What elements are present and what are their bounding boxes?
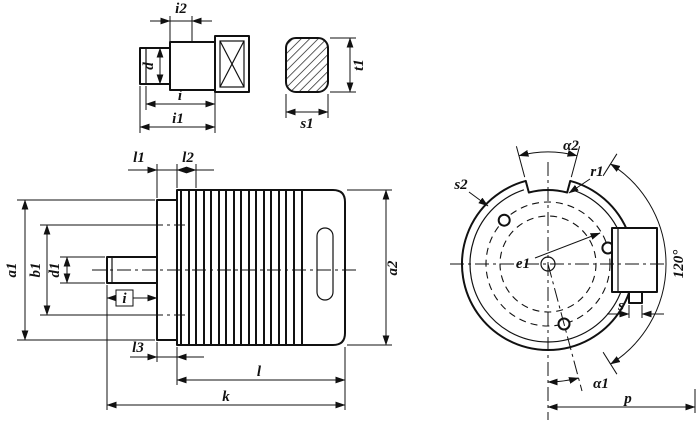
label-s2: s2 bbox=[453, 177, 468, 193]
cooling-fin bbox=[180, 189, 190, 346]
key-section-hatched bbox=[285, 37, 329, 93]
bolt-hole-radial-centerline bbox=[547, 263, 583, 392]
key-block-diagonal bbox=[219, 40, 245, 88]
label-i2: i2 bbox=[175, 1, 187, 17]
rear-housing bbox=[301, 189, 346, 346]
label-r1: r1 bbox=[590, 164, 603, 180]
cooling-fin bbox=[285, 189, 295, 346]
label-d1: d1 bbox=[47, 263, 63, 278]
cable-gland bbox=[628, 291, 643, 304]
angle-leg bbox=[602, 153, 618, 177]
rear-slot bbox=[316, 227, 334, 301]
leader-e1 bbox=[534, 232, 601, 259]
extension-line bbox=[570, 146, 581, 178]
motor-side-view: l1 l2 a1 b1 d1 i a2 l3 bbox=[4, 150, 401, 410]
label-s1: s1 bbox=[299, 116, 313, 132]
label-l: l bbox=[257, 364, 262, 380]
key-block-inner bbox=[219, 40, 245, 88]
cooling-fin bbox=[195, 189, 205, 346]
label-d: d bbox=[141, 62, 157, 70]
label-i: i bbox=[122, 291, 127, 307]
dimension-alpha1 bbox=[547, 377, 579, 386]
label-b1: b1 bbox=[28, 263, 44, 278]
label-i1: i1 bbox=[172, 111, 184, 127]
label-a2: a2 bbox=[385, 260, 401, 276]
label-l3: l3 bbox=[132, 340, 144, 356]
label-l2: l2 bbox=[182, 150, 194, 166]
cooling-fin bbox=[210, 189, 220, 346]
label-120deg: 120° bbox=[671, 250, 687, 279]
dimension-alpha2 bbox=[518, 150, 578, 157]
cooling-fin bbox=[255, 189, 265, 346]
angle-leg bbox=[602, 351, 618, 375]
label-k: k bbox=[222, 389, 230, 405]
leader-r1 bbox=[568, 178, 591, 194]
leader-s2 bbox=[468, 191, 489, 207]
label-a1: a1 bbox=[4, 263, 20, 278]
label-p: p bbox=[622, 391, 632, 407]
motor-end-view: α2 r1 s2 e1 120° s α1 p bbox=[450, 138, 696, 420]
label-s: s bbox=[617, 298, 624, 314]
cooling-fin bbox=[240, 189, 250, 346]
cooling-fin bbox=[270, 189, 280, 346]
cooling-fin bbox=[225, 189, 235, 346]
bolt-hole bbox=[497, 213, 511, 227]
label-l1: l1 bbox=[133, 150, 145, 166]
terminal-box bbox=[611, 227, 658, 293]
shaft-journal-outline bbox=[139, 47, 171, 85]
label-frame bbox=[115, 289, 134, 307]
label-i: i bbox=[178, 88, 183, 104]
extension-line bbox=[515, 146, 526, 178]
shaft-hub-outline bbox=[169, 41, 216, 91]
shaft-end-detail: i2 d i i1 bbox=[139, 1, 250, 133]
dimension-120-arc bbox=[610, 163, 667, 365]
label-alpha2: α2 bbox=[563, 138, 579, 154]
key-cross-section: t1 s1 bbox=[285, 37, 367, 132]
label-t1: t1 bbox=[351, 59, 367, 71]
label-e1: e1 bbox=[516, 256, 530, 272]
label-alpha1: α1 bbox=[593, 376, 609, 392]
